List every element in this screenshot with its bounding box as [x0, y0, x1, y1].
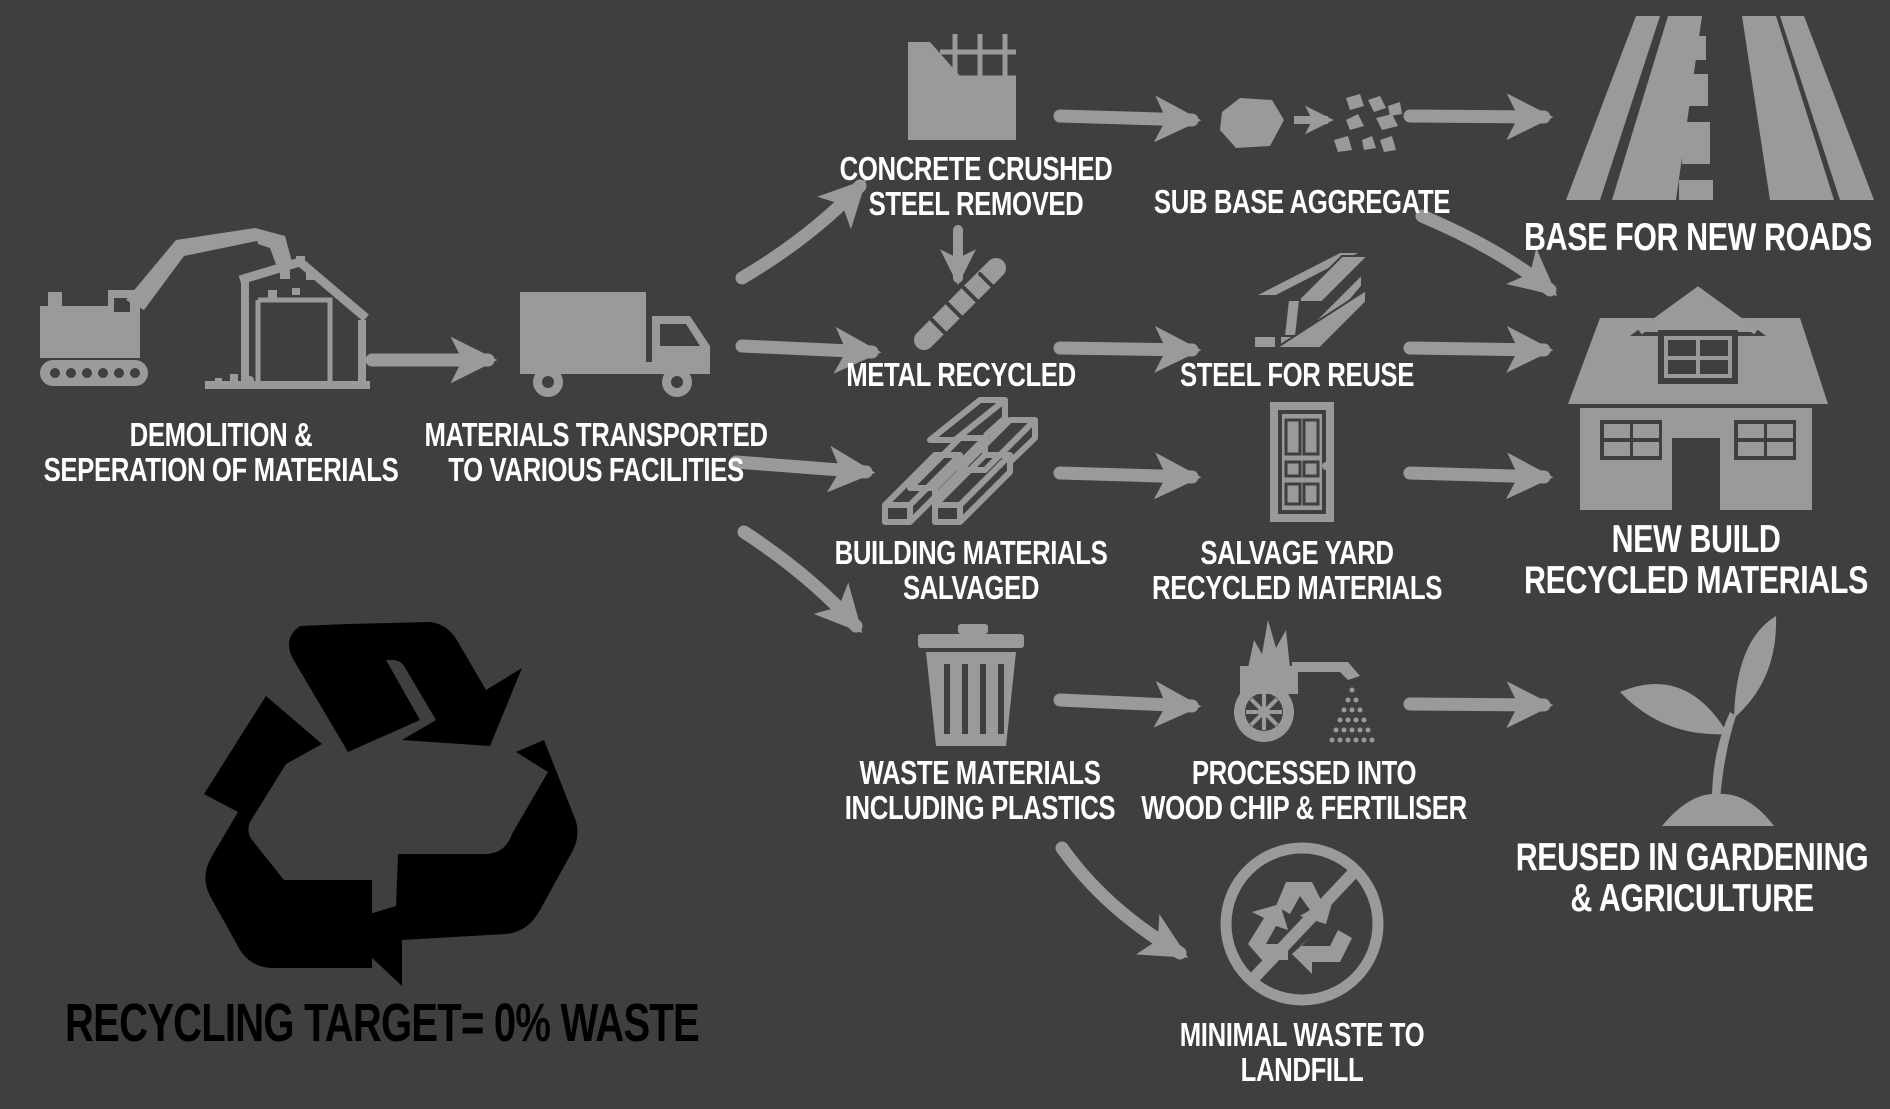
arrow-building-to-salvage [1053, 452, 1202, 500]
arrow-waste-to-landfill [1055, 841, 1189, 960]
truck-icon [520, 292, 710, 397]
rebar-icon [914, 258, 1006, 350]
trash-can-icon [918, 624, 1024, 746]
concrete-wall-rebar-icon [908, 34, 1016, 140]
arrow-transport-to-metal [735, 326, 882, 374]
roads-label: BASE FOR NEW ROADS [1524, 216, 1872, 259]
arrow-transport-to-waste [737, 525, 863, 633]
arrow-steel-to-newbuild [1403, 326, 1554, 373]
steel-beam-icon [1253, 251, 1371, 349]
recycle-symbol-icon [204, 622, 578, 986]
aggregate-label: SUB BASE AGGREGATE [1153, 183, 1451, 220]
house-icon [1568, 285, 1828, 510]
road-icon [1566, 16, 1874, 200]
arrow-salvage-to-newbuild [1403, 452, 1554, 500]
crushed-stone-icon [1220, 94, 1402, 152]
excavator-demolishing-house-icon [40, 228, 370, 389]
metal-label: METAL RECYCLED [846, 356, 1076, 393]
steel-label: STEEL FOR REUSE [1180, 356, 1414, 393]
arrow-processed-to-garden [1403, 681, 1554, 729]
demolition-label: DEMOLITION &SEPERATION OF MATERIALS [43, 416, 399, 488]
arrow-aggregate-to-newbuild [1415, 209, 1558, 297]
arrow-aggregate-to-roads [1403, 93, 1554, 141]
recycling-target-caption: RECYCLING TARGET= 0% WASTE [65, 993, 700, 1053]
timber-beams-icon [882, 397, 1038, 525]
wood-chipper-icon [1234, 620, 1375, 743]
arrow-transport-to-concrete [735, 179, 867, 285]
arrow-metal-to-steel [1053, 326, 1202, 373]
arrow-waste-to-processed [1053, 680, 1202, 728]
no-recycling-icon [1220, 842, 1384, 1006]
garden-label: REUSED IN GARDENING& AGRICULTURE [1515, 836, 1869, 920]
door-icon [1270, 402, 1334, 522]
sprout-icon [1620, 616, 1777, 826]
arrow-transport-to-building [729, 445, 876, 493]
flow-arrows [365, 93, 1558, 960]
arrow-concrete-to-aggregate [1053, 95, 1202, 143]
